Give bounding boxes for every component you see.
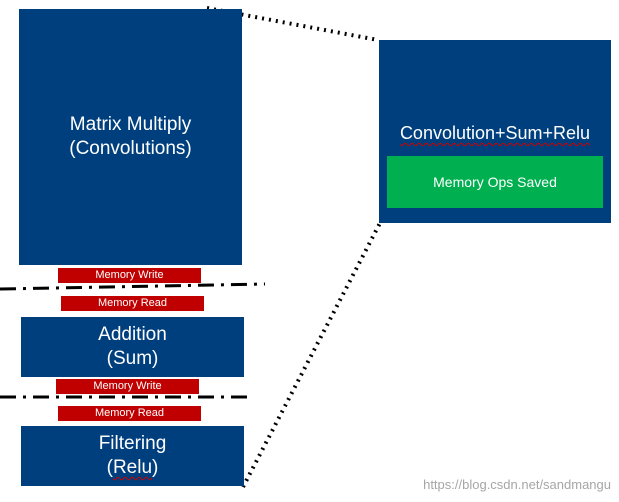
watermark: https://blog.csdn.net/sandmangu [423,477,611,492]
filtering-block: Filtering (Relu) [21,426,244,486]
memory-write-2: Memory Write [56,379,199,394]
memory-ops-saved-badge: Memory Ops Saved [387,156,603,208]
memory-read-2: Memory Read [58,406,201,421]
matrix-multiply-subtitle: (Convolutions) [69,138,192,159]
memory-read-1: Memory Read [61,296,204,311]
filtering-title: Filtering [98,433,167,454]
paren-close: ) [152,457,159,478]
separator-line-1 [0,282,266,291]
paren-open: ( [106,457,113,478]
matrix-multiply-block: Matrix Multiply (Convolutions) [19,9,242,265]
addition-title: Addition [98,324,167,345]
zoom-line-bottom [241,222,382,488]
matrix-multiply-title: Matrix Multiply [69,114,192,135]
addition-block: Addition (Sum) [21,317,244,377]
addition-subtitle: (Sum) [106,348,159,369]
fused-title: Convolution+Sum+Relu [399,123,591,143]
memory-write-1: Memory Write [58,268,201,283]
filtering-subtitle: (Relu) [107,456,159,480]
relu-word: Relu [112,457,153,478]
